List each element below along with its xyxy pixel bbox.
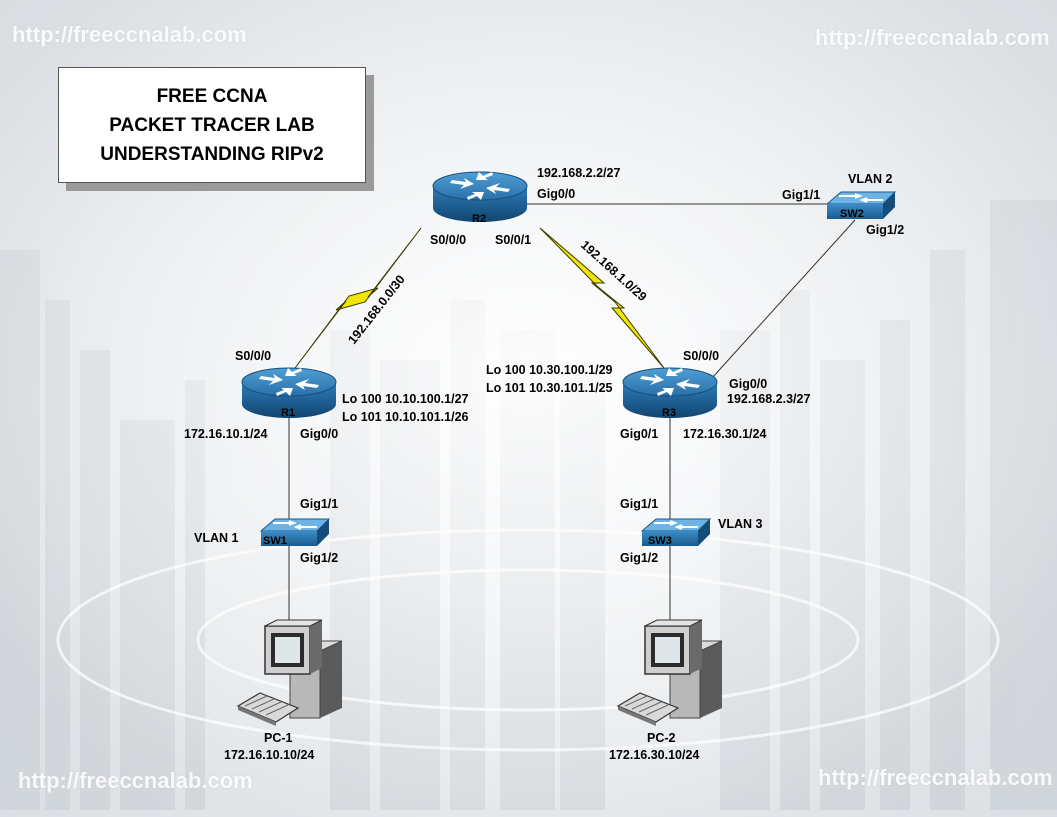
r3-gig01-port: Gig0/1 [620,427,659,441]
pc1-name: PC-1 [264,731,293,745]
r3-lo100: Lo 100 10.30.100.1/29 [486,363,613,377]
r2-s001-port: S0/0/1 [495,233,532,247]
switch-sw2-name: SW2 [840,208,864,220]
r2-s000-port: S0/0/0 [430,233,467,247]
sw1-gig11: Gig1/1 [300,497,339,511]
r1-lan-ip: 172.16.10.1/24 [184,427,268,441]
router-r1-name: R1 [281,407,296,419]
link-sw2-r3 [711,219,856,379]
watermark-bottom-left: http://freeccnalab.com [18,768,253,793]
pc-1[interactable] [237,619,343,727]
r3-gig00-ip: 192.168.2.3/27 [727,392,811,406]
sw2-gig12: Gig1/2 [866,223,905,237]
sw1-vlan: VLAN 1 [194,531,239,545]
sw3-gig12: Gig1/2 [620,551,659,565]
router-r3-name: R3 [662,407,677,419]
switch-sw3-name: SW3 [648,535,672,547]
serial-link-r1-r2 [294,227,422,369]
r2-gig-ip: 192.168.2.2/27 [537,166,621,180]
router-r2-name: R2 [472,213,487,225]
title-line-3: UNDERSTANDING RIPv2 [100,143,324,165]
network-r1-r2-label: 192.168.0.0/30 [345,272,407,346]
title-line-2: PACKET TRACER LAB [109,114,315,136]
sw3-vlan: VLAN 3 [718,517,763,531]
r1-gig-port: Gig0/0 [300,427,339,441]
watermark-bottom-right: http://freeccnalab.com [818,765,1053,790]
watermark-top-left: http://freeccnalab.com [12,22,247,47]
r3-lan-ip: 172.16.30.1/24 [683,427,767,441]
sw3-gig11: Gig1/1 [620,497,659,511]
r1-lo101: Lo 101 10.10.101.1/26 [342,410,469,424]
r3-gig00-port: Gig0/0 [729,377,768,391]
title-box: FREE CCNA PACKET TRACER LAB UNDERSTANDIN… [58,67,366,183]
r1-s000-port: S0/0/0 [235,349,272,363]
r3-lo101: Lo 101 10.30.101.1/25 [486,381,613,395]
pc-2[interactable] [617,619,723,727]
watermark-top-right: http://freeccnalab.com [815,25,1050,50]
sw2-vlan: VLAN 2 [848,172,893,186]
r1-lo100: Lo 100 10.10.100.1/27 [342,392,469,406]
title-line-1: FREE CCNA [156,85,268,107]
r3-s000-port: S0/0/0 [683,349,720,363]
pc2-ip: 172.16.30.10/24 [609,748,700,762]
r2-gig-port: Gig0/0 [537,187,576,201]
sw1-gig12: Gig1/2 [300,551,339,565]
pc2-name: PC-2 [647,731,676,745]
sw2-gig11: Gig1/1 [782,188,821,202]
pc1-ip: 172.16.10.10/24 [224,748,315,762]
switch-sw1-name: SW1 [263,535,287,547]
